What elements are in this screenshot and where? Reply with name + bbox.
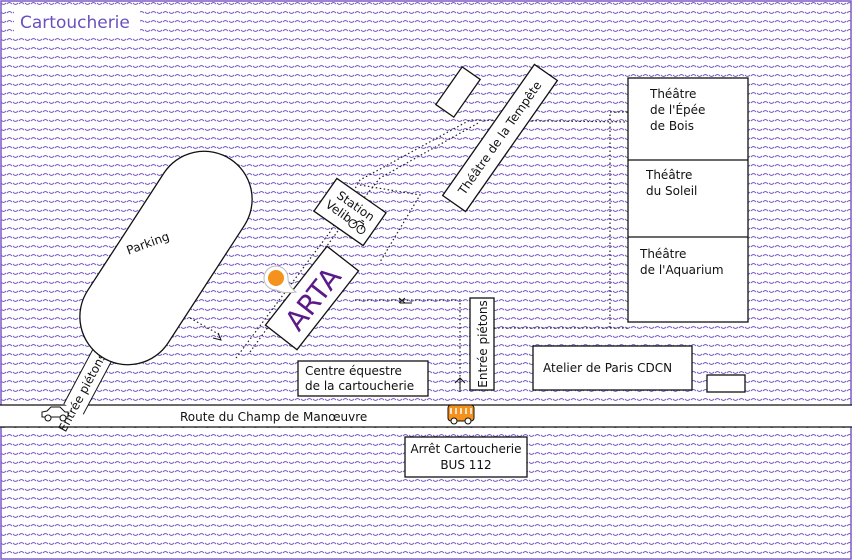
theatre-soleil[interactable]: Théâtre du Soleil	[645, 168, 697, 198]
svg-text:Centre équestre: Centre équestre	[305, 364, 402, 378]
theatre-column: Théâtre de l'Épée de Bois Théâtre du Sol…	[627, 77, 749, 323]
svg-text:de la cartoucherie: de la cartoucherie	[305, 379, 414, 393]
path	[355, 299, 461, 390]
svg-text:Arrêt Cartoucherie: Arrêt Cartoucherie	[410, 442, 521, 456]
svg-text:Théâtre: Théâtre	[639, 247, 686, 261]
path	[609, 111, 628, 328]
title-box	[14, 8, 140, 35]
road	[0, 405, 852, 427]
bus-stop[interactable]: Arrêt Cartoucherie BUS 112	[404, 436, 528, 478]
arrow-icon	[212, 332, 222, 341]
theatre-epee[interactable]: Théâtre de l'Épée de Bois	[649, 87, 705, 133]
location-pin-icon	[263, 265, 298, 294]
centre-equestre[interactable]: Centre équestre de la cartoucherie	[297, 360, 429, 397]
path	[235, 119, 631, 359]
entry-pedestrian: Entrée piétons	[469, 297, 495, 391]
svg-text:de Bois: de Bois	[650, 119, 694, 133]
bicycle-icon	[348, 219, 366, 234]
svg-text:du Soleil: du Soleil	[646, 184, 697, 198]
road-label: Route du Champ de Manœuvre	[180, 410, 367, 424]
svg-text:Atelier de Paris CDCN: Atelier de Paris CDCN	[543, 361, 672, 375]
building	[706, 374, 746, 393]
svg-text:Théâtre: Théâtre	[649, 87, 696, 101]
svg-text:BUS 112: BUS 112	[440, 458, 491, 472]
arrow-icon	[398, 297, 406, 304]
bus-icon	[447, 404, 475, 425]
building	[434, 65, 482, 119]
arrow-up-icon	[454, 377, 466, 392]
svg-text:Entrée piétons: Entrée piétons	[476, 300, 490, 387]
svg-text:de l'Aquarium: de l'Aquarium	[640, 263, 724, 277]
path	[359, 184, 421, 263]
car-icon	[41, 406, 69, 422]
svg-text:de l'Épée: de l'Épée	[650, 102, 705, 117]
parking: Parking	[79, 150, 253, 366]
atelier-cdcn[interactable]: Atelier de Paris CDCN	[532, 345, 693, 391]
theatre-aquarium[interactable]: Théâtre de l'Aquarium	[639, 247, 724, 277]
svg-text:Théâtre: Théâtre	[645, 168, 692, 182]
map-title: Cartoucherie	[20, 13, 130, 33]
